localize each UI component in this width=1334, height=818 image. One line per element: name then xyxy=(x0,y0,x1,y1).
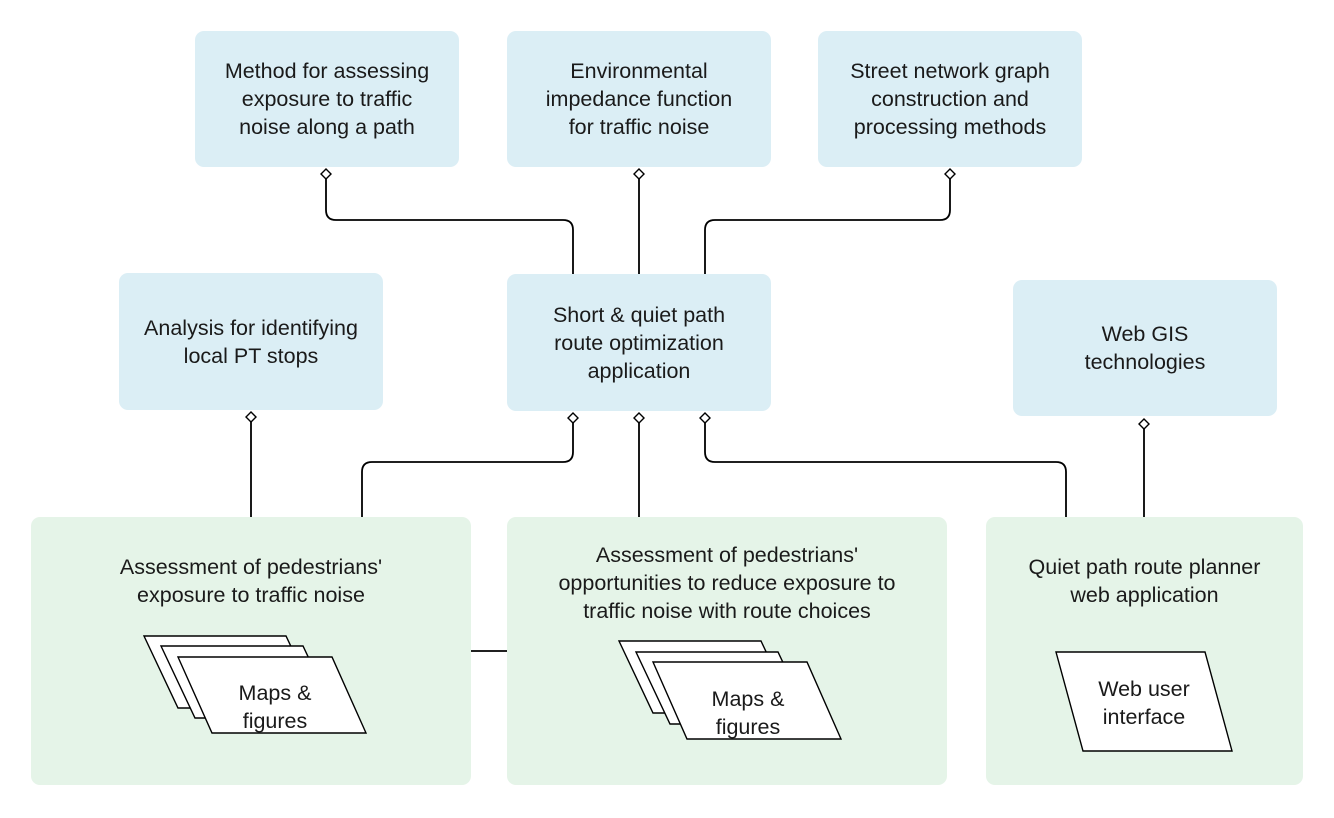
connector-method-to-app xyxy=(320,168,574,274)
pt-stops-analysis-box: Analysis for identifying local PT stops xyxy=(119,273,383,410)
connector-app-to-planner xyxy=(699,412,1067,517)
web-ui-label: Web user interface xyxy=(1098,677,1190,729)
route-optimization-box: Short & quiet path route optimization ap… xyxy=(507,274,771,411)
exposure-assessment-title: Assessment of pedestrians' exposure to t… xyxy=(119,555,383,607)
method-noise-exposure-label: Method for assessing exposure to traffic… xyxy=(224,59,430,139)
web-gis-label: Web GIS technologies xyxy=(1084,322,1206,374)
route-planner-title: Quiet path route planner web application xyxy=(1028,555,1261,607)
route-optimization-label: Short & quiet path route optimization ap… xyxy=(552,302,726,383)
exposure-assessment-box: Assessment of pedestrians' exposure to t… xyxy=(31,517,471,785)
maps-figures-label-2: Maps & figures xyxy=(711,687,785,739)
connector-app-to-exposure xyxy=(361,412,579,517)
method-noise-exposure-box: Method for assessing exposure to traffic… xyxy=(195,31,459,167)
street-network-label: Street network graph construction and pr… xyxy=(850,59,1050,139)
impedance-function-box: Environmental impedance function for tra… xyxy=(507,31,771,167)
maps-figures-doc-stack-1 xyxy=(142,635,368,734)
maps-figures-doc-stack-2 xyxy=(617,640,843,740)
street-network-box: Street network graph construction and pr… xyxy=(818,31,1082,167)
connector-network-to-app xyxy=(704,168,956,274)
web-ui-doc xyxy=(1055,651,1233,752)
exposure-reduction-title: Assessment of pedestrians' opportunities… xyxy=(558,543,896,623)
web-gis-box: Web GIS technologies xyxy=(1013,280,1277,416)
maps-figures-label-1: Maps & figures xyxy=(238,681,312,733)
impedance-function-label: Environmental impedance function for tra… xyxy=(545,59,733,139)
pt-stops-analysis-label: Analysis for identifying local PT stops xyxy=(144,315,358,368)
